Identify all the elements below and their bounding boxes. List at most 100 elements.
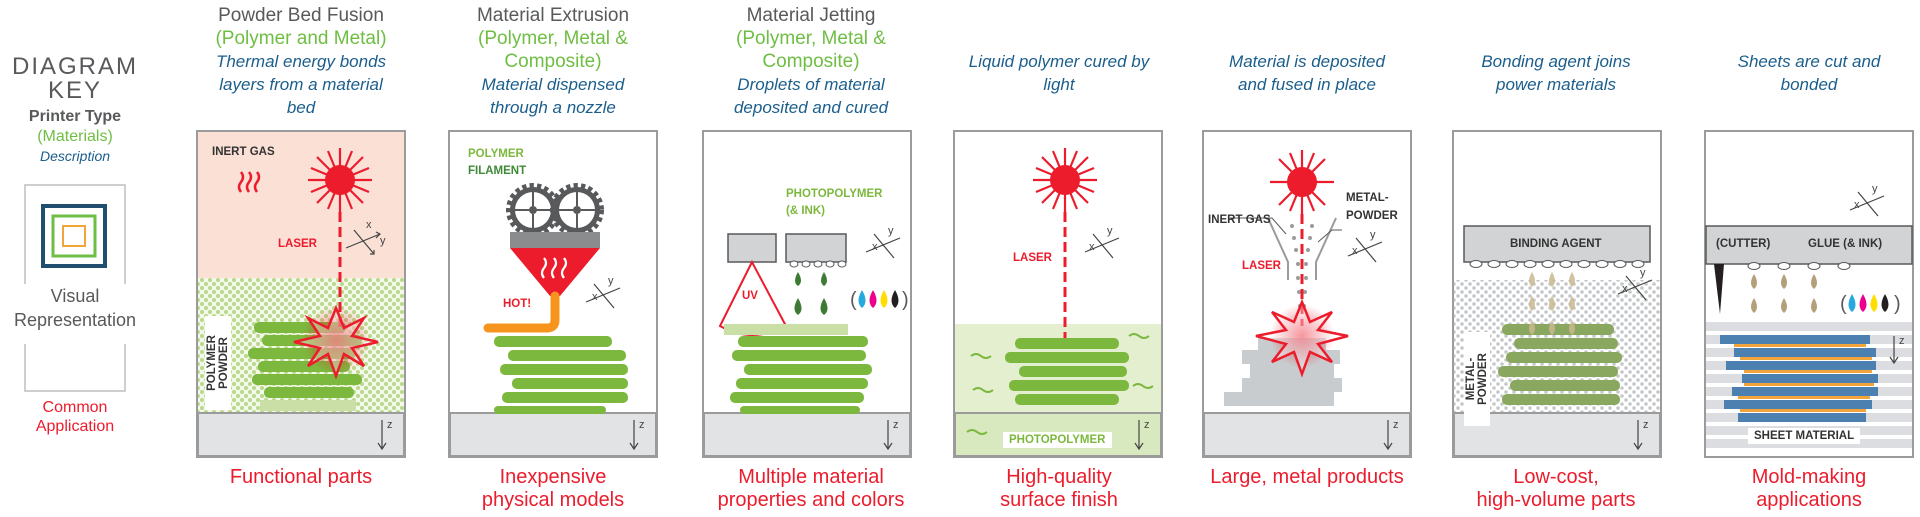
key-description: Description [39, 148, 111, 164]
col1-description-line1: Thermal energy bonds [215, 52, 387, 71]
svg-text:x: x [1854, 199, 1860, 211]
col1-description-line3: bed [286, 98, 316, 117]
svg-text:(: ( [850, 289, 857, 311]
col6-description-line2: power materials [1496, 75, 1616, 94]
svg-text:y: y [608, 275, 614, 287]
svg-text:y: y [380, 235, 386, 247]
col3-materials-line2: Composite) [762, 51, 860, 72]
col3-description-line1: Droplets of material [737, 75, 885, 94]
col7-application-line1: Mold-making [1751, 466, 1867, 488]
svg-text:y: y [1872, 183, 1878, 195]
svg-text:z: z [1899, 335, 1905, 347]
key-visual-frame [24, 184, 126, 392]
col5-application: Large, metal products [1210, 466, 1404, 488]
svg-text:y: y [1370, 229, 1376, 241]
col3-droplets-icon [794, 272, 828, 315]
svg-text:y: y [888, 225, 894, 237]
col3-description-line2: deposited and cured [733, 98, 889, 117]
col7-cutter-label: (CUTTER) [1716, 238, 1771, 250]
col7-glue-label: GLUE (& INK) [1808, 238, 1883, 250]
svg-text:z: z [1144, 419, 1150, 431]
col2-materials-line1: (Polymer, Metal & [478, 28, 628, 49]
col1-laser-label: LASER [278, 238, 317, 250]
diagram-key: DIAGRAM KEY Printer Type (Materials) Des… [0, 0, 150, 517]
col2-description-line1: Material dispensed [481, 75, 625, 94]
col3-application-line2: properties and colors [717, 489, 905, 511]
svg-text:y: y [1640, 267, 1646, 279]
col3-uv-label: UV [742, 290, 758, 302]
col2-description-line2: through a nozzle [490, 98, 616, 117]
svg-text:): ) [1894, 293, 1901, 315]
key-title-line1: DIAGRAM [11, 53, 138, 80]
svg-text:z: z [387, 419, 393, 431]
svg-text:z: z [1393, 419, 1399, 431]
key-application-line1: Common [42, 399, 108, 416]
svg-text:x: x [1622, 283, 1628, 295]
col7-cutter-blade-icon [1714, 264, 1724, 314]
col6-application-line1: Low-cost, [1513, 466, 1599, 488]
svg-text:x: x [592, 291, 598, 303]
svg-text:z: z [639, 419, 645, 431]
col6-powder-label: METAL- POWDER [1464, 332, 1490, 426]
col1-inert-gas-label: INERT GAS [212, 146, 275, 158]
col4-photopolymer-label: PHOTOPOLYMER [1003, 432, 1112, 448]
svg-text:(: ( [1840, 293, 1847, 315]
svg-text:): ) [902, 289, 909, 311]
col7-application-line2: applications [1756, 489, 1862, 511]
svg-text:y: y [1107, 225, 1113, 237]
col2-application-line1: Inexpensive [499, 466, 607, 488]
svg-text:z: z [1643, 419, 1649, 431]
col5-laser-burst-icon [1255, 298, 1349, 378]
col4-laser-label: LASER [1013, 252, 1052, 264]
col2-materials-line2: Composite) [504, 51, 602, 72]
col2-gear-right-icon [550, 183, 604, 237]
col4-application-line1: High-quality [1006, 466, 1112, 488]
svg-text:x: x [1352, 245, 1358, 257]
col2-title: Material Extrusion [476, 5, 630, 26]
svg-text:z: z [893, 419, 899, 431]
col4-application-line2: surface finish [1000, 489, 1118, 511]
key-visual-line2: Representation [13, 310, 137, 330]
col2-polymer-label: POLYMER [468, 148, 524, 160]
key-printer-type: Printer Type [28, 108, 122, 125]
col2-filament-label: FILAMENT [468, 165, 527, 177]
col5-metal-label: METAL- [1346, 192, 1389, 204]
col6-description-line1: Bonding agent joins [1481, 52, 1631, 71]
col1-laser-burst-icon [293, 304, 379, 380]
svg-text:x: x [366, 219, 372, 231]
col5-description-line2: and fused in place [1238, 75, 1376, 94]
col3-title: Material Jetting [746, 5, 876, 26]
col4-description-line1: Liquid polymer cured by [968, 52, 1150, 71]
key-visual-line1: Visual [50, 286, 100, 306]
col7-description-line1: Sheets are cut and [1737, 52, 1881, 71]
col1-powder-label: POLYMER POWDER [205, 316, 231, 410]
key-application-line2: Application [35, 418, 115, 435]
col1-materials: (Polymer and Metal) [215, 28, 387, 49]
col6-application-line2: high-volume parts [1476, 489, 1636, 511]
col3-photopolymer-label: PHOTOPOLYMER [786, 188, 883, 200]
col2-hot-label: HOT! [503, 298, 532, 310]
col3-materials-line1: (Polymer, Metal & [736, 28, 886, 49]
col2-application-line2: physical models [481, 489, 625, 511]
col3-application-line1: Multiple material [738, 466, 884, 488]
col1-description-line2: layers from a material [219, 75, 383, 94]
key-title-line2: KEY [47, 77, 103, 104]
col4-laser-source-icon [1033, 148, 1097, 212]
col6-binder-droplets-icon [1529, 272, 1575, 335]
col7-description-line2: bonded [1780, 75, 1838, 94]
col4-description-line2: light [1043, 75, 1075, 94]
col5-description-line1: Material is deposited [1229, 52, 1385, 71]
col2-hot-nozzle-icon [510, 248, 600, 296]
col5-laser-source-icon [1270, 150, 1334, 214]
col6-binding-agent-label: BINDING AGENT [1510, 238, 1602, 250]
col1-title: Powder Bed Fusion [218, 5, 384, 26]
col5-powder-label: POWDER [1346, 210, 1398, 222]
col5-inert-gas-label: INERT GAS [1208, 214, 1271, 226]
